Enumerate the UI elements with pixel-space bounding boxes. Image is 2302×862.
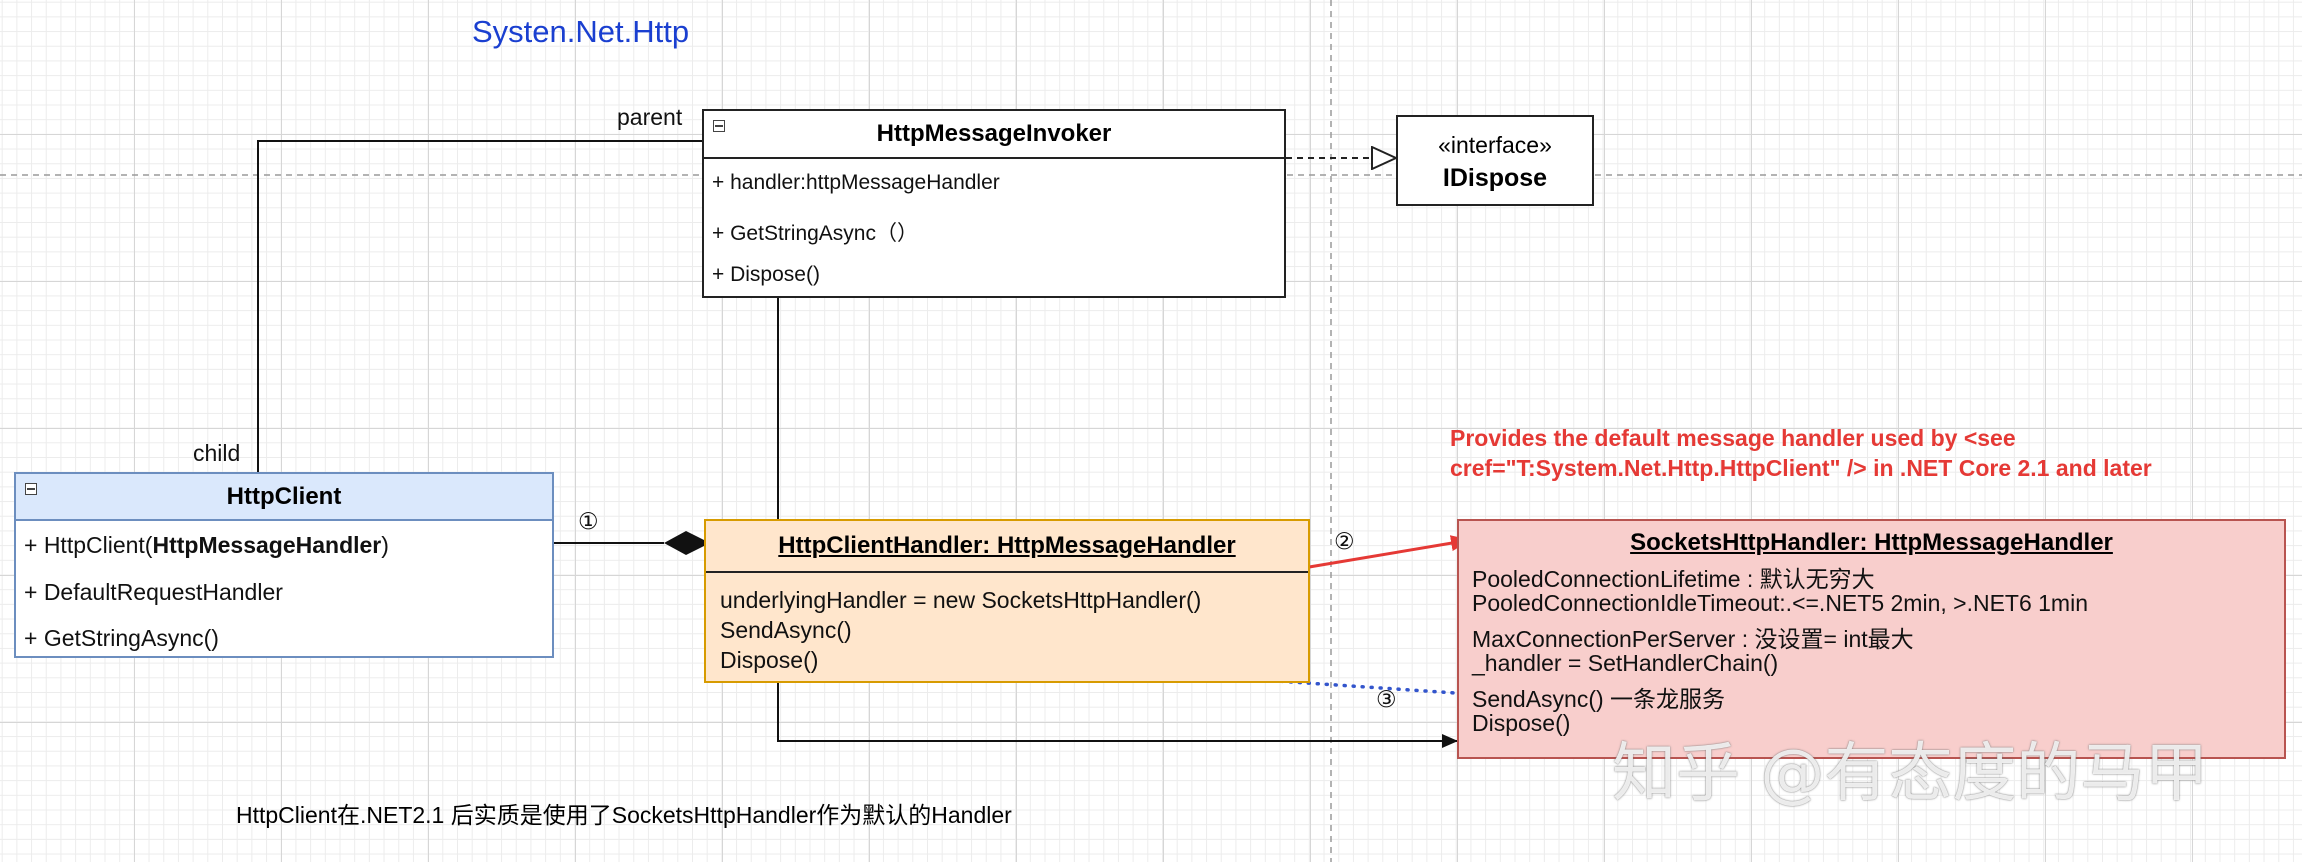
class-header: HttpClientHandler: HttpMessageHandler bbox=[706, 521, 1308, 573]
invoker-to-sockets-line bbox=[777, 298, 1458, 748]
label-parent: parent bbox=[617, 104, 683, 130]
member-get-string-async: + GetStringAsync（） bbox=[712, 222, 918, 245]
class-header: HttpMessageInvoker bbox=[704, 111, 1284, 159]
member-get-string-async: + GetStringAsync() bbox=[24, 625, 219, 651]
class-http-message-invoker[interactable]: HttpMessageInvoker + handler:httpMessage… bbox=[702, 109, 1286, 298]
collapse-toggle-icon[interactable] bbox=[25, 483, 37, 495]
diagram-title: Systen.Net.Http bbox=[472, 14, 690, 49]
marker-2: ② bbox=[1334, 528, 1355, 554]
member-max-connection-per-server: MaxConnectionPerServer : 没设置= int最大 bbox=[1472, 626, 1914, 652]
marker-1: ① bbox=[578, 508, 599, 534]
class-http-client[interactable]: HttpClient + HttpClient(HttpMessageHandl… bbox=[14, 472, 554, 658]
member-underlying-handler: underlyingHandler = new SocketsHttpHandl… bbox=[720, 587, 1202, 613]
constructor-prefix: + HttpClient( bbox=[24, 532, 153, 558]
member-constructor: + HttpClient(HttpMessageHandler) bbox=[24, 532, 389, 559]
member-send-async: SendAsync() 一条龙服务 bbox=[1472, 686, 1726, 712]
member-dispose: + Dispose() bbox=[712, 263, 820, 286]
member-pooled-connection-idle-timeout: PooledConnectionIdleTimeout:.<=.NET5 2mi… bbox=[1472, 590, 2088, 616]
class-name: HttpClient bbox=[226, 483, 342, 510]
interface-name: IDispose bbox=[1442, 164, 1548, 192]
marker-3: ③ bbox=[1376, 686, 1397, 712]
interface-stereotype: «interface» bbox=[1438, 132, 1552, 158]
constructor-param: HttpMessageHandler bbox=[152, 532, 382, 558]
class-http-client-handler[interactable]: HttpClientHandler: HttpMessageHandler un… bbox=[704, 519, 1310, 683]
member-pooled-connection-lifetime: PooledConnectionLifetime : 默认无穷大 bbox=[1472, 566, 1875, 592]
member-dispose: Dispose() bbox=[720, 647, 819, 673]
note-line-2: cref="T:System.Net.Http.HttpClient" /> i… bbox=[1450, 455, 2152, 481]
parent-child-association-line bbox=[257, 140, 702, 472]
member-dispose: Dispose() bbox=[1472, 710, 1571, 736]
label-child: child bbox=[193, 440, 241, 466]
class-header: HttpClient bbox=[16, 474, 552, 521]
diagram-caption: HttpClient在.NET2.1 后实质是使用了SocketsHttpHan… bbox=[236, 802, 1012, 828]
constructor-suffix: ) bbox=[381, 532, 389, 558]
composition-diamond bbox=[664, 531, 710, 555]
class-sockets-http-handler[interactable]: SocketsHttpHandler: HttpMessageHandler P… bbox=[1457, 519, 2286, 759]
class-header: SocketsHttpHandler: HttpMessageHandler bbox=[1630, 529, 2113, 556]
collapse-toggle-icon[interactable] bbox=[713, 120, 725, 132]
member-default-request-handler: + DefaultRequestHandler bbox=[24, 579, 283, 605]
member-handler-chain: _handler = SetHandlerChain() bbox=[1472, 650, 1779, 676]
note-line-1: Provides the default message handler use… bbox=[1450, 425, 2016, 451]
member-handler: + handler:httpMessageHandler bbox=[712, 171, 1000, 194]
member-send-async: SendAsync() bbox=[720, 617, 852, 643]
class-name: HttpMessageInvoker bbox=[876, 120, 1112, 147]
interface-idispose[interactable]: «interface» IDispose bbox=[1396, 115, 1594, 206]
watermark: 知乎 @有态度的马甲 bbox=[1612, 737, 2209, 811]
